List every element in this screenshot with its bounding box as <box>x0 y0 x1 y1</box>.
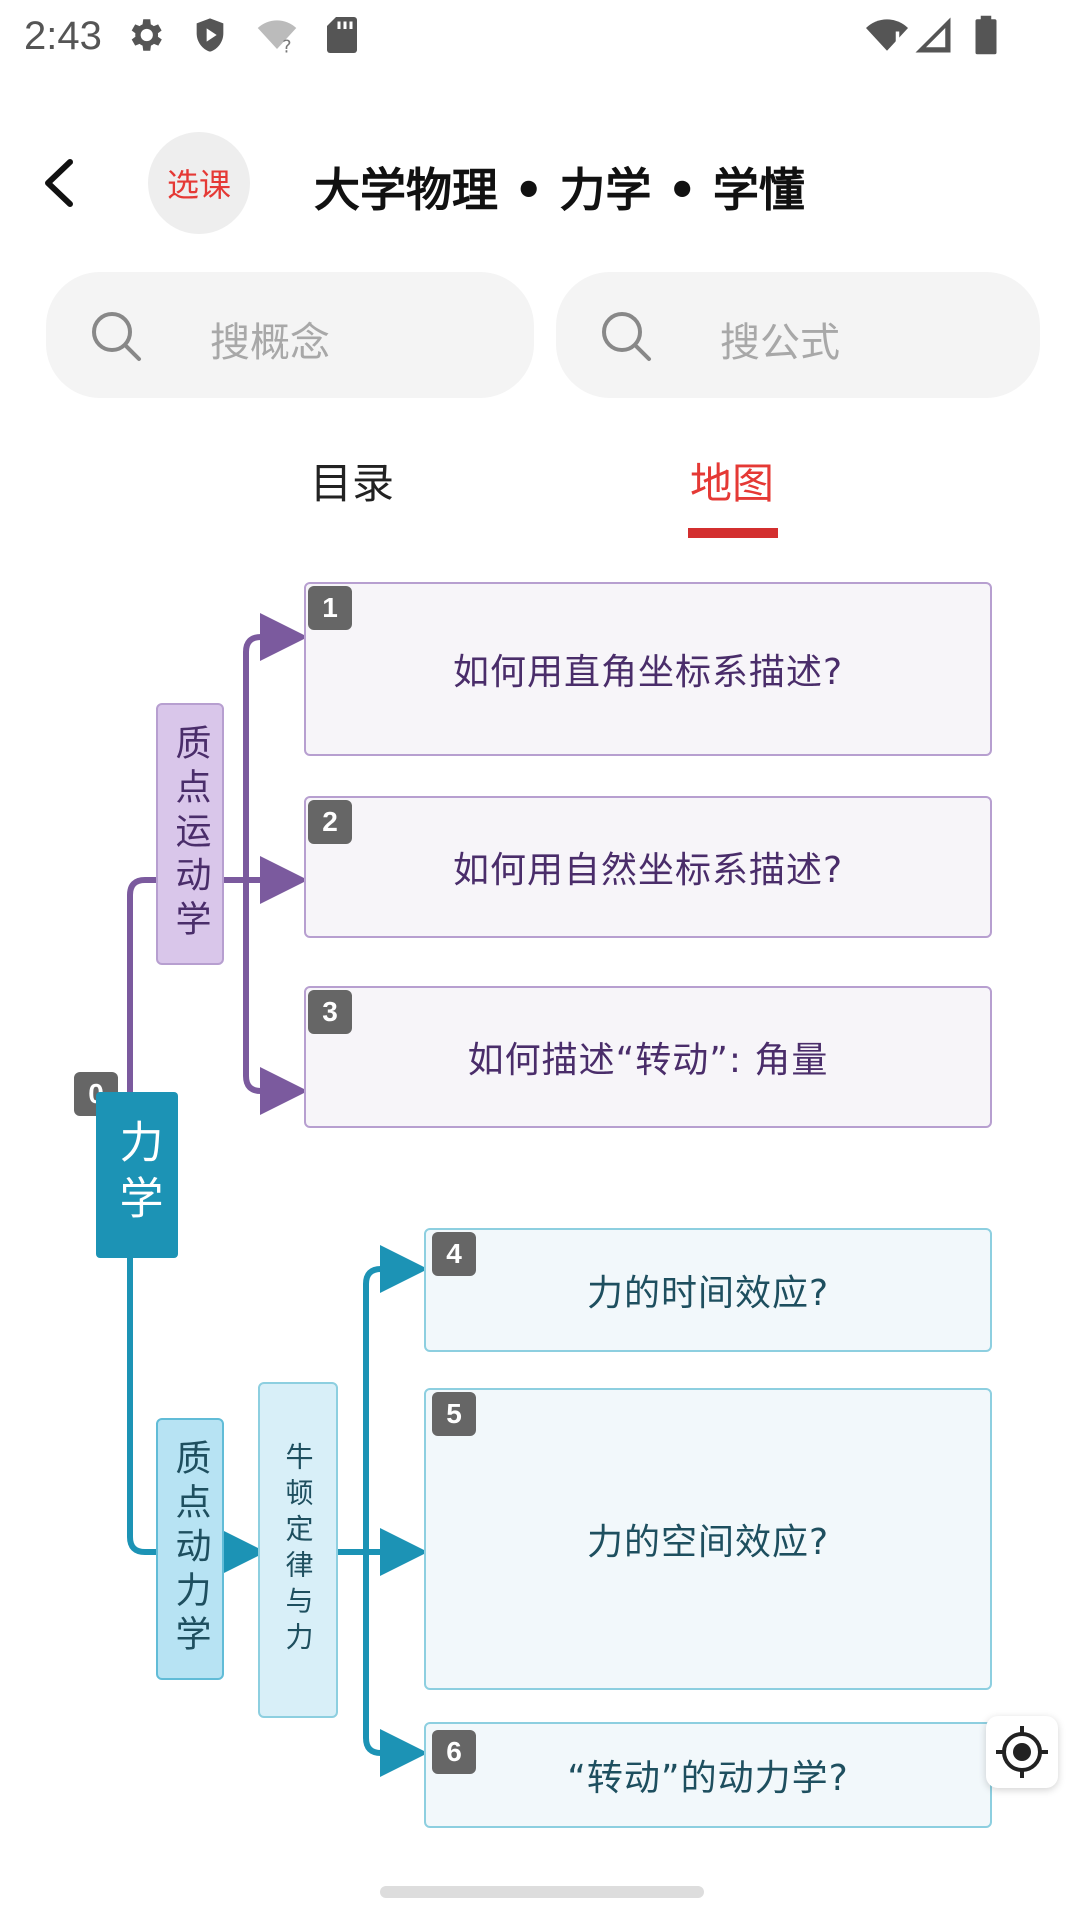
search-icon <box>92 312 141 361</box>
topic-node-4[interactable]: 力的时间效应? <box>424 1228 992 1352</box>
select-course-button[interactable]: 选课 <box>148 132 250 234</box>
settings-icon <box>131 19 162 51</box>
root-node-label: 力学 <box>111 1119 163 1231</box>
locate-icon <box>996 1726 1048 1778</box>
topic-node-1[interactable]: 如何用直角坐标系描述? <box>304 582 992 756</box>
topic-node-2[interactable]: 如何用自然坐标系描述? <box>304 796 992 938</box>
wifi-question-icon: ? <box>257 20 297 57</box>
svg-text:?: ? <box>282 38 291 57</box>
topic-label: 力的时间效应? <box>586 1273 830 1314</box>
topic-label: 如何描述“转动”: 角量 <box>467 1040 829 1081</box>
sub-branch-newton-laws[interactable]: 牛顿定律与力 <box>258 1382 338 1718</box>
search-icon <box>602 312 651 361</box>
battery-icon <box>975 15 997 55</box>
active-tab-indicator <box>688 528 778 538</box>
concept-search-placeholder: 搜概念 <box>210 320 330 366</box>
topic-node-3[interactable]: 如何描述“转动”: 角量 <box>304 986 992 1128</box>
node-badge: 5 <box>432 1392 476 1436</box>
home-indicator[interactable] <box>380 1886 704 1898</box>
topic-label: 如何用直角坐标系描述? <box>452 652 844 693</box>
tab-catalog[interactable]: 目录 <box>310 459 395 508</box>
topic-node-6[interactable]: “转动”的动力学? <box>424 1722 992 1828</box>
formula-search-placeholder: 搜公式 <box>720 320 840 366</box>
sd-card-icon <box>327 17 357 53</box>
status-time: 2:43 <box>24 14 102 58</box>
concept-search-input[interactable]: 搜概念 <box>46 272 534 398</box>
sub-branch-newton-label: 牛顿定律与力 <box>281 1442 315 1658</box>
back-button[interactable] <box>34 150 94 216</box>
back-arrow-icon <box>45 159 73 207</box>
branch-dynamics[interactable]: 质点动力学 <box>156 1418 224 1680</box>
locate-button[interactable] <box>986 1716 1058 1788</box>
signal-icon <box>915 17 951 53</box>
topic-node-5[interactable]: 力的空间效应? <box>424 1388 992 1690</box>
branch-dynamics-label: 质点动力学 <box>169 1439 211 1659</box>
mind-map-connectors <box>127 613 428 1777</box>
shield-icon <box>196 18 224 52</box>
topic-label: 如何用自然坐标系描述? <box>452 850 844 891</box>
page-title: 大学物理 • 力学 • 学懂 <box>314 163 805 217</box>
node-badge: 2 <box>308 800 352 844</box>
node-badge: 6 <box>432 1730 476 1774</box>
node-badge: 3 <box>308 990 352 1034</box>
root-node-mechanics[interactable]: 力学 <box>96 1092 178 1258</box>
tab-map[interactable]: 地图 <box>690 459 775 508</box>
wifi-alert-icon <box>866 19 908 51</box>
branch-kinematics[interactable]: 质点运动学 <box>156 703 224 965</box>
branch-kinematics-label: 质点运动学 <box>169 724 211 944</box>
node-badge: 4 <box>432 1232 476 1276</box>
formula-search-input[interactable]: 搜公式 <box>556 272 1040 398</box>
topic-label: “转动”的动力学? <box>567 1758 849 1799</box>
node-badge: 1 <box>308 586 352 630</box>
topic-label: 力的空间效应? <box>586 1522 830 1563</box>
